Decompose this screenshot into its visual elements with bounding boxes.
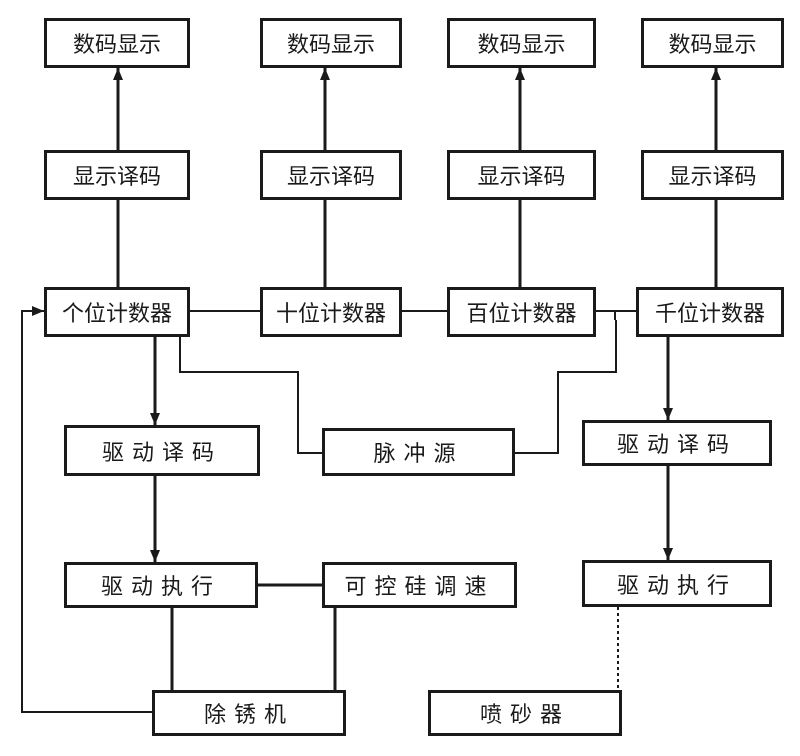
right-drive-decoder: 驱动译码 <box>582 420 772 466</box>
display-decoder-units: 显示译码 <box>44 150 190 200</box>
right-drive-executor: 驱动执行 <box>582 560 772 607</box>
hundreds-counter: 百位计数器 <box>447 287 596 337</box>
display-decoder-thousands: 显示译码 <box>641 150 784 200</box>
digital-display-units: 数码显示 <box>44 18 190 68</box>
digital-display-thousands: 数码显示 <box>641 18 784 68</box>
sandblaster: 喷砂器 <box>428 690 622 736</box>
pulse-source: 脉冲源 <box>322 428 515 476</box>
left-drive-decoder: 驱动译码 <box>64 425 260 476</box>
digital-display-tens: 数码显示 <box>260 18 402 68</box>
rust-remover: 除锈机 <box>152 690 346 736</box>
display-decoder-tens: 显示译码 <box>260 150 402 200</box>
units-counter: 个位计数器 <box>44 287 190 337</box>
display-decoder-hundreds: 显示译码 <box>447 150 596 200</box>
scr-speed-controller: 可控硅调速 <box>322 562 517 608</box>
tens-counter: 十位计数器 <box>260 287 402 337</box>
thousands-counter: 千位计数器 <box>636 287 784 337</box>
left-drive-executor: 驱动执行 <box>64 562 258 608</box>
digital-display-hundreds: 数码显示 <box>447 18 596 68</box>
